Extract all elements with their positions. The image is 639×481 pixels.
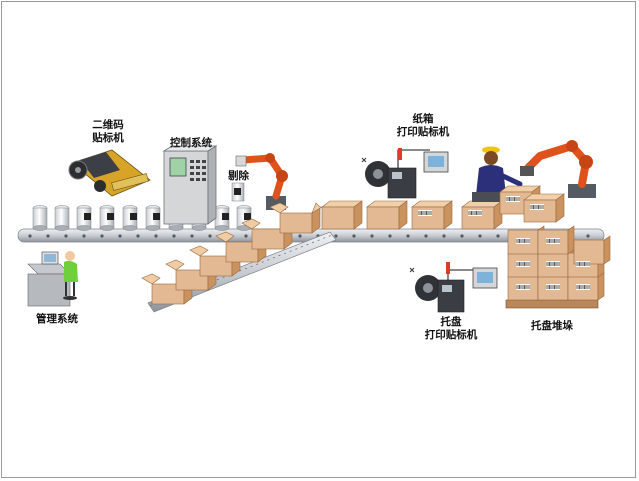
pallet-labeler-label-line1: 托盘 [440, 316, 462, 328]
robot-held-boxes [499, 185, 565, 223]
rejected-can [231, 182, 245, 202]
palletizing-label: 托盘堆垛 [531, 320, 573, 332]
remove-label: 剔除 [228, 170, 249, 182]
worker [472, 146, 523, 202]
qr-labeler-label-line1: 二维码 [92, 119, 124, 131]
carton-labeler-label: 纸箱 打印贴标机 [390, 113, 456, 139]
management-workstation [27, 251, 78, 307]
conveyor-boxes [321, 200, 503, 230]
pallet-labeler-label-line2: 打印贴标机 [424, 329, 478, 341]
carton-labeler-label-line1: 纸箱 [412, 113, 434, 125]
pallet-labeler-label: 托盘 打印贴标机 [418, 316, 484, 342]
qr-labeler-machine [68, 149, 151, 197]
carton-labeler-label-line2: 打印贴标机 [396, 126, 450, 138]
pallet-stack [505, 225, 611, 309]
management-system-label: 管理系统 [36, 313, 78, 325]
control-system-label: 控制系统 [170, 137, 212, 149]
qr-labeler-label: 二维码 贴标机 [88, 119, 128, 145]
control-cabinet [162, 145, 218, 225]
qr-labeler-label-line2: 贴标机 [92, 132, 124, 144]
carton-labeler [361, 148, 449, 199]
palletizing-robot-arm [520, 140, 596, 198]
pallet-labeler [409, 262, 498, 313]
incline-conveyor [147, 231, 337, 313]
product-cans [32, 205, 252, 231]
